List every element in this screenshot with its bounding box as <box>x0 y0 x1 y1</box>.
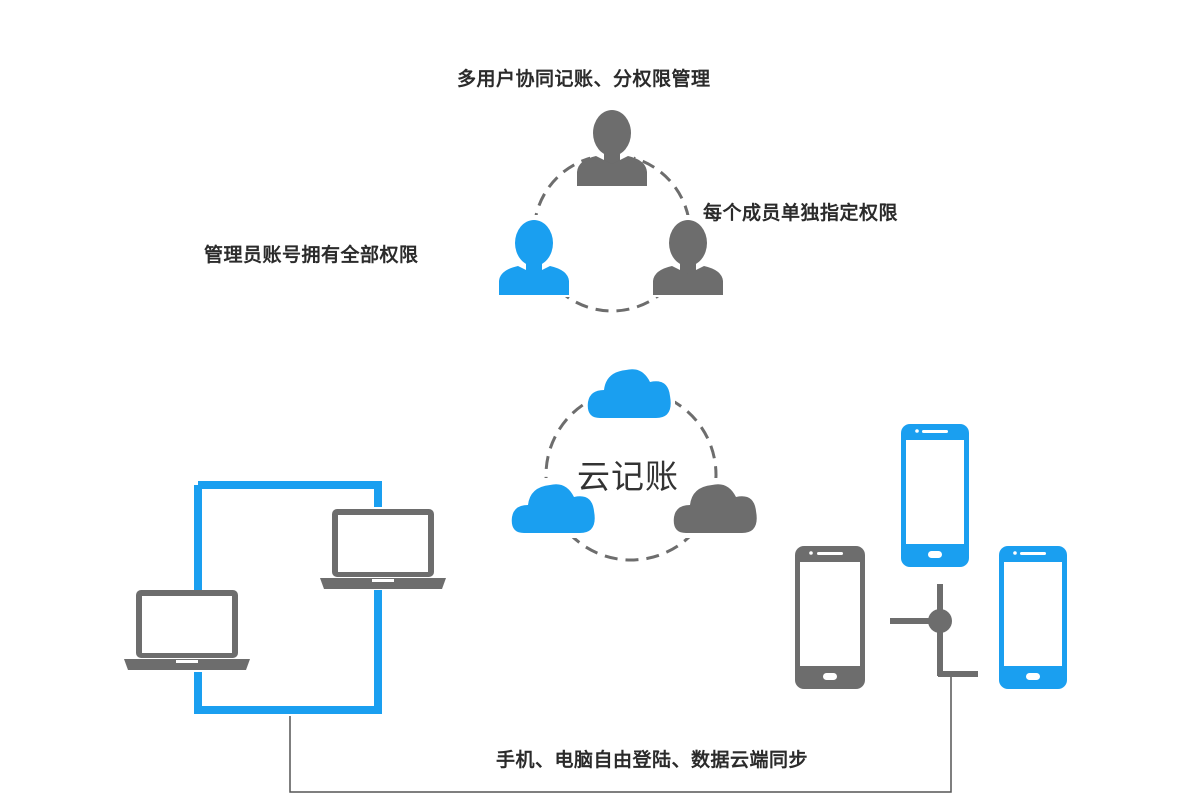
laptop-icon-left <box>124 590 250 670</box>
laptop-link-frame <box>194 481 382 714</box>
member-permission-label: 每个成员单独指定权限 <box>703 202 899 224</box>
phone-connector <box>890 584 978 677</box>
admin-permission-label: 管理员账号拥有全部权限 <box>204 244 419 266</box>
phone-icon-right <box>999 546 1067 689</box>
laptop-icon-right <box>320 509 446 589</box>
person-icon-member <box>650 215 725 297</box>
person-icon-top <box>577 108 647 188</box>
person-icon-admin <box>498 215 573 297</box>
sync-caption-label: 手机、电脑自由登陆、数据云端同步 <box>496 749 809 771</box>
cloud-icon-left <box>505 478 595 538</box>
cloud-accounting-title: 云记账 <box>577 457 679 496</box>
phone-icon-left <box>795 546 865 689</box>
multi-user-label: 多用户协同记账、分权限管理 <box>457 68 711 90</box>
sync-bracket-line <box>289 677 952 793</box>
phone-icon-top <box>901 424 969 567</box>
cloud-icon-top <box>585 360 675 425</box>
cloud-icon-right <box>665 478 757 538</box>
